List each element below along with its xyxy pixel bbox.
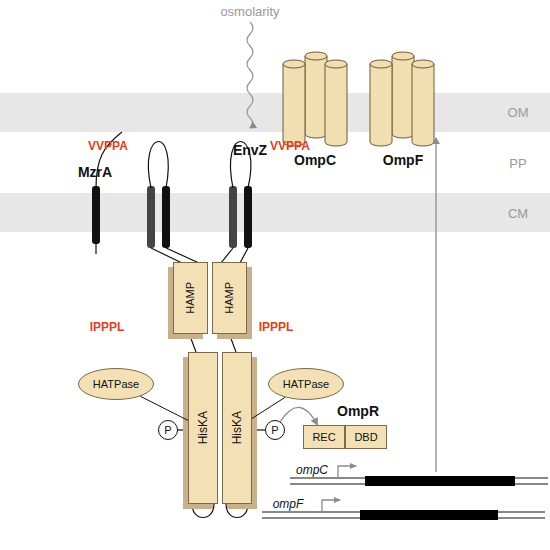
node-text: P — [271, 425, 278, 436]
porin-barrel — [305, 56, 327, 138]
hamp-domain: HAMP — [212, 262, 247, 334]
linker-line — [252, 397, 285, 418]
hiska-domain: HisKA — [222, 352, 252, 504]
node-text: HATPase — [283, 379, 329, 390]
protein-name: OmpC — [294, 153, 336, 167]
protein-chain — [148, 141, 168, 188]
porin-barrel — [392, 56, 414, 138]
node-text: REC — [312, 432, 335, 443]
protein-name: OmpR — [337, 404, 379, 418]
porin-barrel — [370, 60, 392, 68]
membrane-band — [0, 193, 550, 232]
compartment-label: CM — [508, 207, 528, 220]
phosphate-circle-outline — [159, 421, 178, 440]
promoter-arrow — [338, 466, 356, 478]
promoter-arrow — [322, 500, 340, 512]
membrane-band — [0, 93, 550, 132]
node-text: HisKA — [197, 411, 209, 444]
transmembrane-helix — [92, 186, 100, 244]
phosphate-circle: P — [265, 420, 285, 440]
expression-arrow — [435, 138, 436, 472]
hatpase-domain-outline — [269, 369, 344, 400]
porin-barrel — [283, 64, 305, 146]
porin-barrel — [325, 64, 347, 146]
porin-barrel — [325, 60, 347, 68]
hatpase-domain: HATPase — [268, 368, 344, 400]
gene-body — [360, 476, 515, 520]
transmembrane-helix — [162, 186, 170, 248]
phosphotransfer-arrow — [280, 407, 317, 425]
gene-name: ompC — [296, 464, 328, 476]
protein-name: OmpF — [383, 153, 423, 167]
node-text: HAMP — [185, 282, 196, 314]
protein-chain — [95, 244, 96, 254]
porin-barrel — [412, 60, 434, 68]
porin-barrel — [283, 60, 305, 68]
transmembrane-helix — [147, 186, 155, 248]
transmembrane-helix — [244, 186, 252, 248]
porin-barrel — [412, 64, 434, 146]
porin-barrel — [305, 52, 327, 60]
motif-label: VVPPA — [88, 140, 128, 152]
node-text: HisKA — [231, 411, 243, 444]
rec-domain: REC — [303, 425, 345, 449]
node-text: HAMP — [224, 282, 235, 314]
node-text: P — [164, 425, 171, 436]
compartment-label: OM — [508, 106, 529, 119]
protein-name: MzrA — [78, 165, 112, 179]
porin-barrel — [392, 52, 414, 60]
protein-name: EnvZ — [233, 143, 267, 157]
node-text: HATPase — [93, 379, 139, 390]
protein-chain — [166, 248, 199, 263]
motif-label: IPPPL — [90, 321, 125, 333]
phosphate-circle-outline — [266, 421, 285, 440]
transmembrane-helix — [229, 186, 237, 248]
porin-barrel — [370, 64, 392, 146]
transmembrane-helix — [92, 186, 252, 248]
gene-body — [365, 476, 515, 486]
hiska-domain: HisKA — [188, 352, 218, 504]
motif-label: IPPPL — [259, 321, 294, 333]
osmolarity-signal — [247, 22, 253, 128]
compartment-label: PP — [509, 157, 526, 170]
phosphate-circle: P — [158, 420, 178, 440]
motif-label: VVPPA — [270, 140, 310, 152]
dbd-domain: DBD — [345, 425, 387, 449]
linker-line — [140, 396, 188, 420]
signal-label: osmolarity — [220, 5, 279, 18]
protein-chain — [240, 248, 248, 263]
membrane-band — [0, 93, 550, 232]
porin-barrel — [283, 52, 434, 146]
node-text: DBD — [354, 432, 377, 443]
hamp-domain: HAMP — [173, 262, 208, 334]
gene-body — [360, 510, 498, 520]
protein-chain — [221, 248, 233, 263]
protein-chain — [151, 248, 182, 263]
gene-name: ompF — [273, 498, 304, 510]
hatpase-domain: HATPase — [78, 368, 154, 400]
hatpase-domain-outline — [79, 369, 154, 400]
